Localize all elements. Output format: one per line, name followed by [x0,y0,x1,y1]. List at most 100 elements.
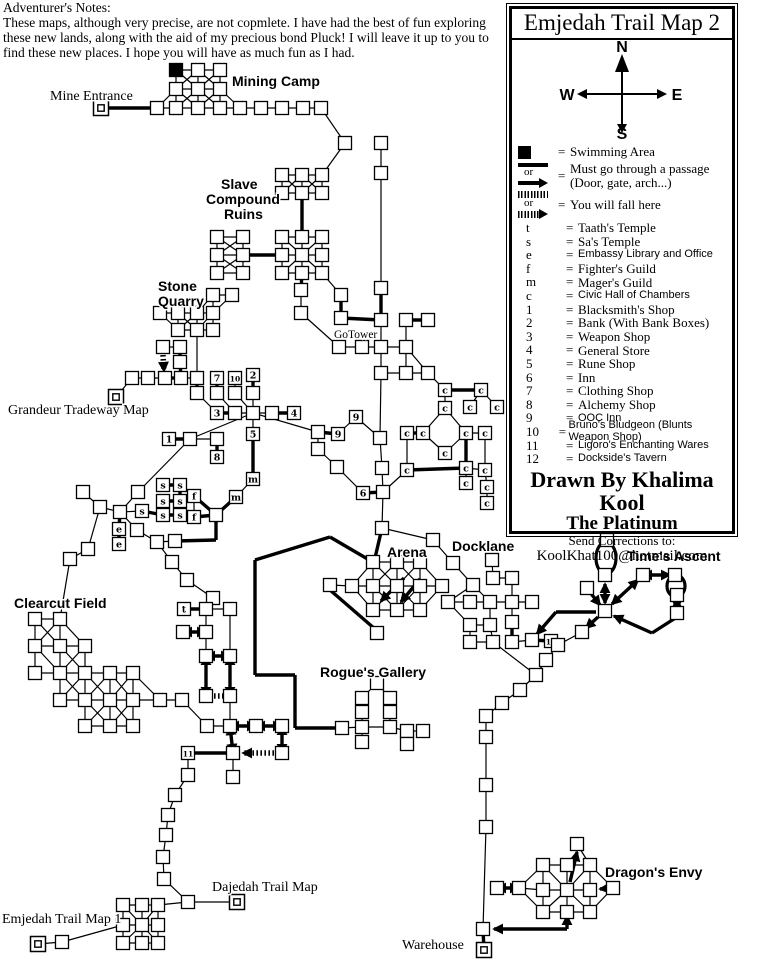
passage-arrow-head [539,177,548,188]
map-room [189,322,205,338]
passage-line-icon [518,163,548,167]
map-room [579,580,595,596]
map-room-key: 10 [230,374,240,383]
map-room [484,552,500,568]
map-room-key: 6 [360,488,367,499]
legend-key-row: s=Sa's Temple [518,233,732,249]
map-room [235,265,251,281]
map-room [333,287,349,303]
map-path-passage [254,535,331,562]
legend-key-text: Fighter's Guild [578,261,656,277]
map-room [478,819,494,835]
map-room [225,745,241,761]
legend-key-row: 5=Rune Shop [518,356,732,371]
map-room [310,441,326,457]
map-room [77,638,93,654]
map-room-key: f [192,491,197,502]
map-room [373,135,389,151]
equals-sign: = [566,328,574,344]
map-room-labeled [477,425,493,441]
map-room-key: c [484,482,490,493]
map-room [208,507,224,523]
map-room-labeled [473,382,489,398]
map-room [274,167,290,183]
equals-sign: = [566,451,574,467]
equals-sign: = [566,396,574,412]
map-path-passage [329,535,372,563]
map-room [198,648,214,664]
map-room [182,431,198,447]
map-room [314,229,330,245]
map-room-key: c [442,385,448,396]
fall-arrow-head [539,209,548,220]
map-room [293,282,309,298]
map-room [597,603,613,619]
legend-symbol-text: Must go through a passage(Door, gate, ar… [570,162,709,189]
map-room [354,339,370,355]
map-room [294,167,310,183]
map-path [252,412,319,433]
map-room [314,247,330,263]
legend-key-row: 11=Ligoro's Enchanting Wares [518,438,732,453]
map-area-label: Mining Camp [232,73,320,89]
map-room [354,690,370,706]
map-room [150,935,166,951]
map-room [112,504,128,520]
map-room [198,601,214,617]
map-path [492,641,537,676]
map-room [102,665,118,681]
map-room [274,100,290,116]
map-room [373,280,389,296]
map-room [382,719,398,735]
legend-key-symbol: 7 [526,383,533,399]
legend-symbol-row: or=Must go through a passage(Door, gate,… [518,162,732,189]
map-room-key: 7 [214,373,221,384]
map-room-labeled [209,405,225,421]
map-room [334,720,350,736]
map-room [274,185,290,201]
map-path [482,826,487,930]
map-room-labeled [161,431,177,447]
map-area-label: GoTower [334,329,377,341]
map-room [167,787,183,803]
map-room [52,665,68,681]
legend-key-text: OOC Inn [578,411,622,424]
map-room [189,370,205,386]
legend-key-text: Inn [578,369,596,385]
map-room [597,567,613,583]
map-area-label: Warehouse [402,938,464,953]
map-room [209,229,225,245]
map-room [398,339,414,355]
legend-key-symbol: 1 [526,301,533,317]
map-room [222,718,238,734]
legend-key-text: Clothing Shop [578,383,654,399]
map-room [62,551,78,567]
map-room-key: s [139,506,144,517]
map-room [489,880,505,896]
equals-sign: = [566,315,574,331]
legend-key-row: 10=Bruno's Bludgeon (Blunts Weapon Shop) [518,420,732,443]
map-link-room [107,388,125,406]
map-room [462,617,478,633]
map-room [180,767,196,783]
map-room [482,617,498,633]
equals-sign: = [566,301,574,317]
equals-sign: = [558,167,566,183]
map-room [92,499,108,515]
map-path [379,372,382,439]
map-room-labeled [458,425,474,441]
legend-key-symbol: 9 [526,410,533,426]
swimming-area-room [168,62,184,78]
map-room-key: c [404,465,410,476]
map-area-label: Slave [221,176,258,192]
map-room [310,424,326,440]
legend-key-text: Sa's Temple [578,233,641,249]
map-room [80,541,96,557]
map-room-key: s [160,496,165,507]
map-room-labeled [245,367,261,383]
map-room-key: 1 [166,434,173,445]
map-room [485,570,501,586]
map-area-label: Clearcut Field [14,595,107,611]
equals-sign: = [566,369,574,385]
